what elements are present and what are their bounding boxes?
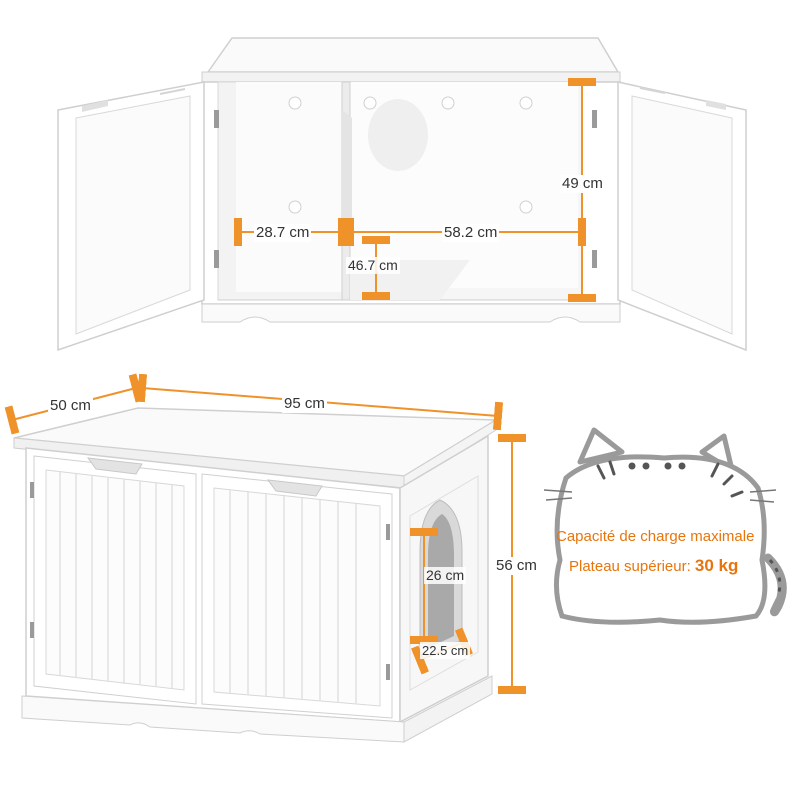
cat-sign — [543, 427, 787, 625]
open-cabinet — [57, 37, 747, 352]
capacity-title: Capacité de charge maximale — [556, 528, 755, 545]
capacity-detail: Plateau supérieur: 30 kg — [569, 556, 738, 576]
capacity-label: Plateau supérieur: — [569, 558, 691, 575]
depth-label: 50 cm — [48, 397, 93, 415]
capacity-value: 30 kg — [694, 556, 739, 575]
divider-opening-label: 46.7 cm — [346, 257, 400, 274]
height-label: 56 cm — [494, 557, 539, 575]
inner-height-label: 49 cm — [560, 175, 605, 193]
entry-width-label: 22.5 cm — [420, 642, 471, 659]
width-label: 95 cm — [282, 395, 327, 413]
left-compartment-width-label: 28.7 cm — [254, 224, 312, 242]
entry-height-label: 26 cm — [424, 567, 467, 584]
right-compartment-width-label: 58.2 cm — [442, 224, 500, 242]
